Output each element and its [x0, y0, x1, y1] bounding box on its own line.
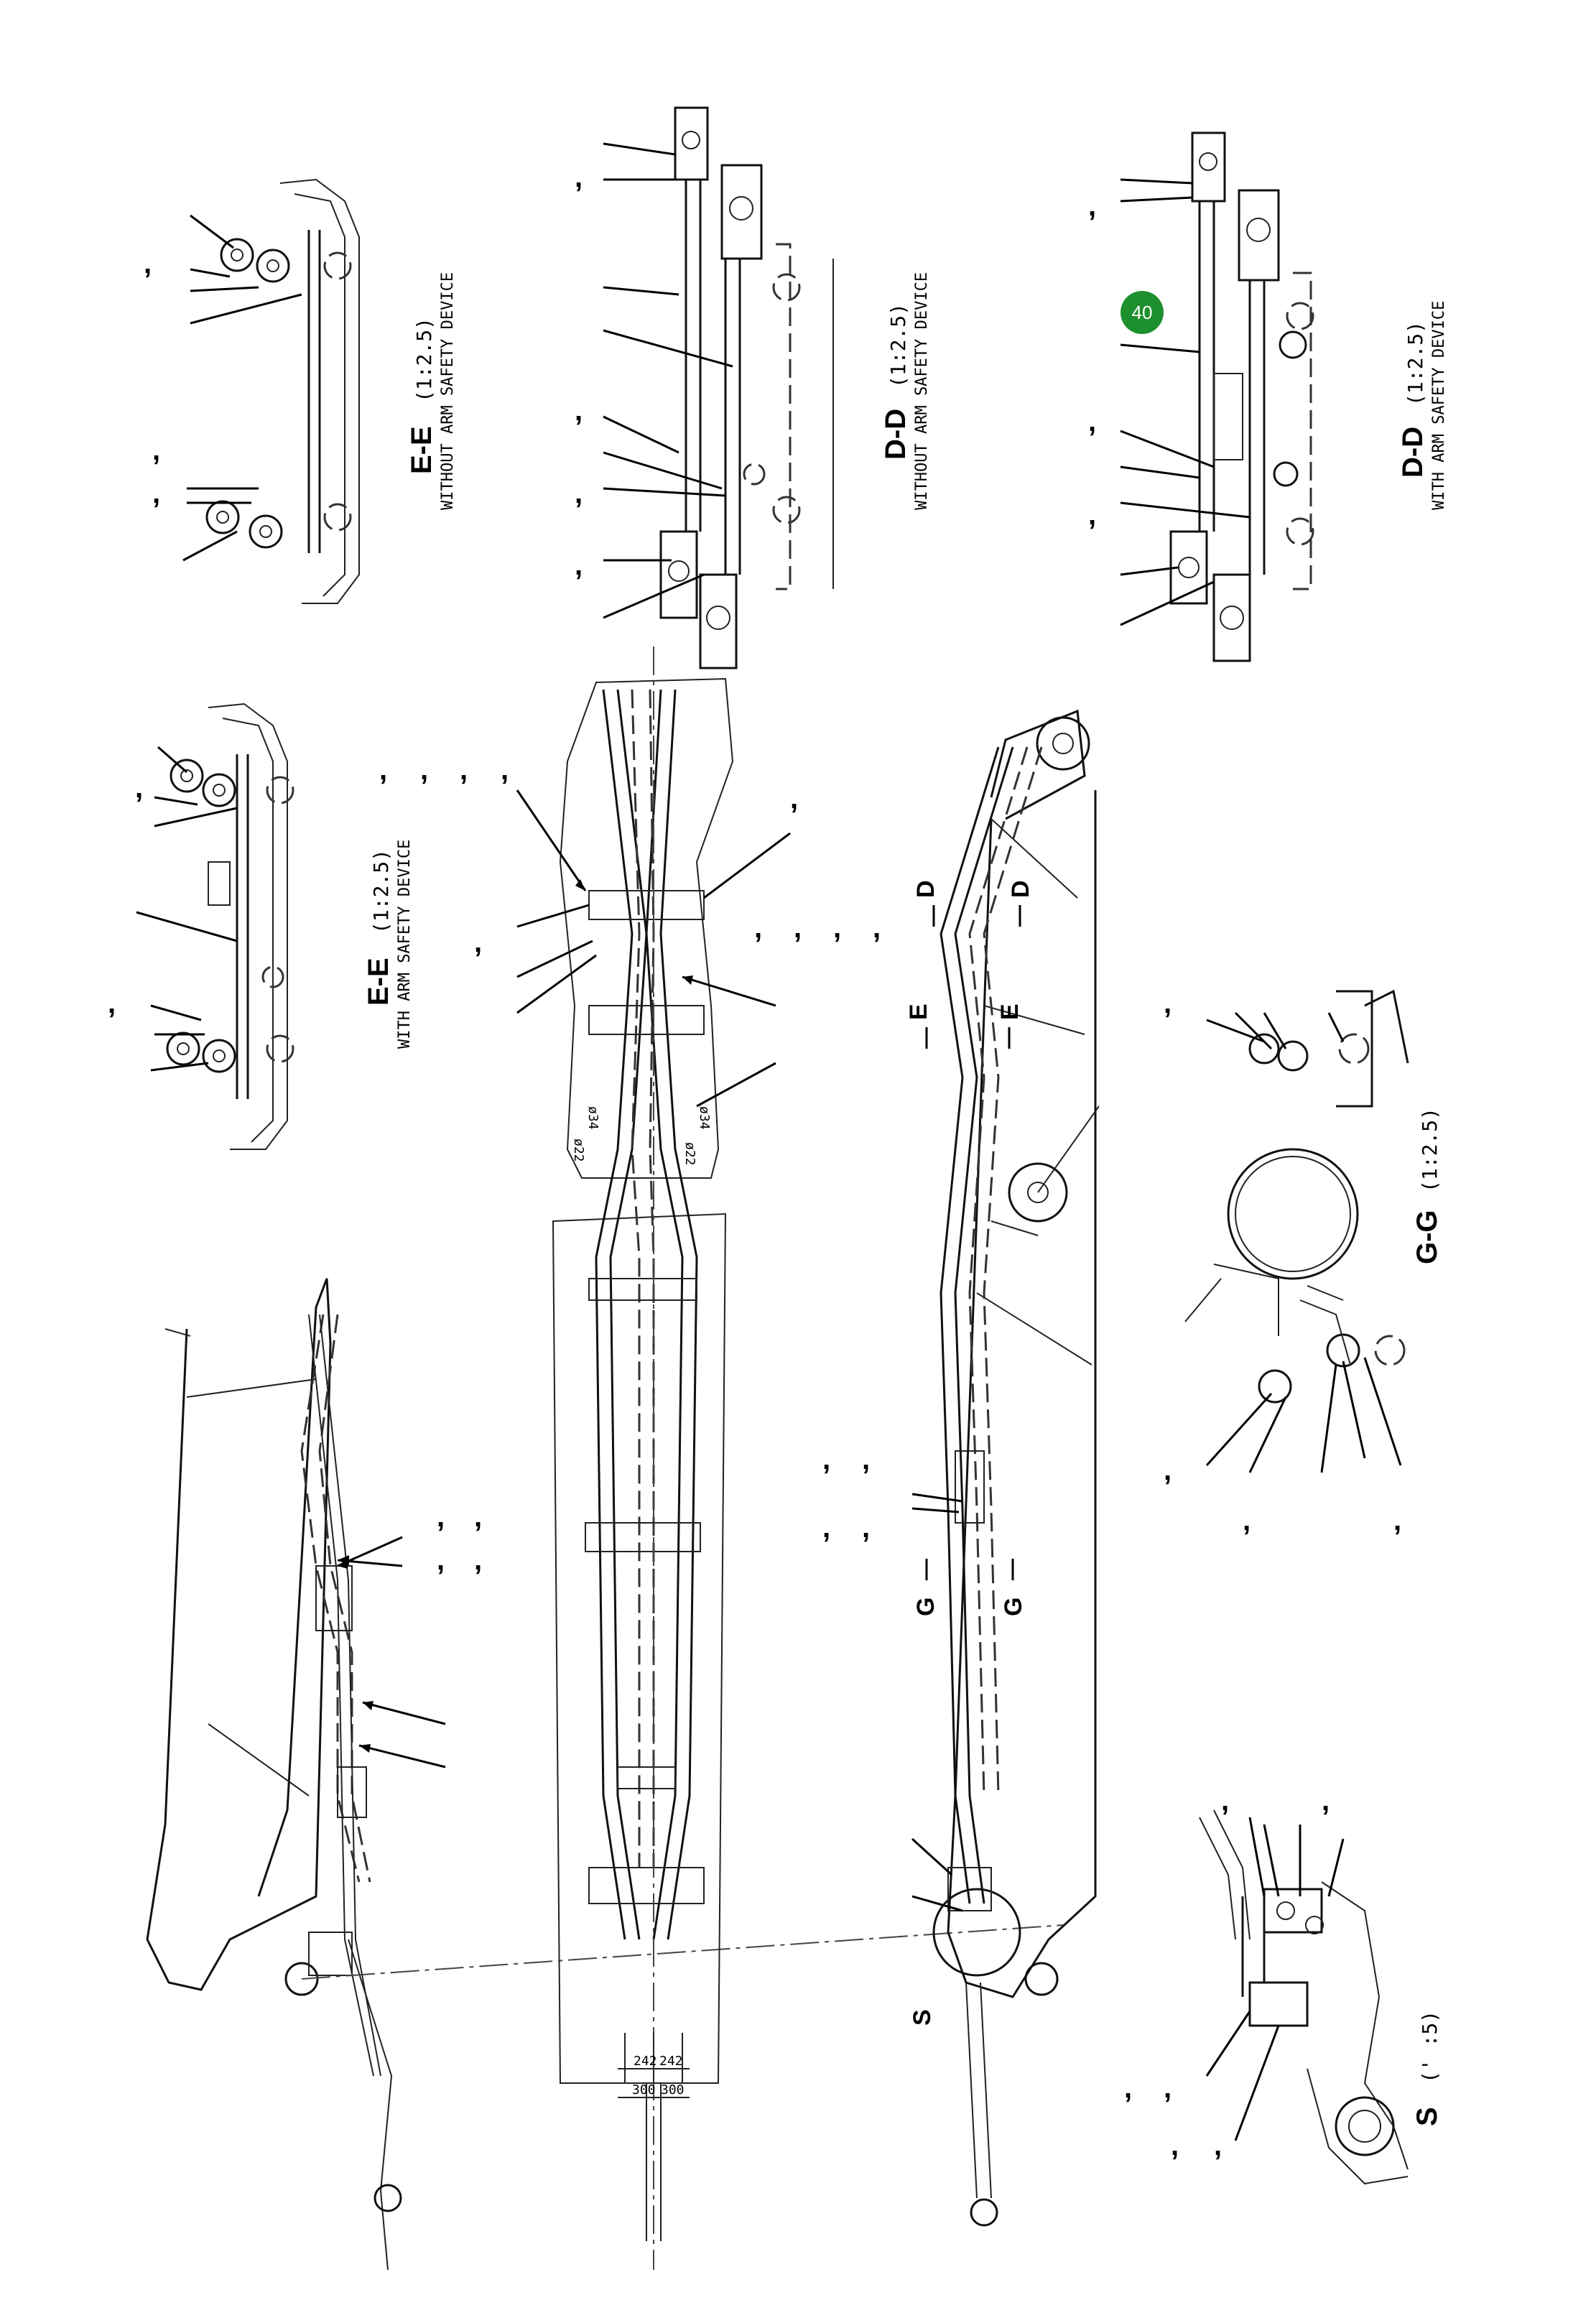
arm-side-view-top: , , , ,: [146, 1278, 1064, 2271]
svg-text:,: ,: [575, 162, 583, 193]
svg-text:,: ,: [379, 754, 387, 786]
svg-text:,: ,: [1088, 190, 1096, 222]
svg-text:,: ,: [501, 754, 509, 786]
svg-text:E: E: [905, 1003, 932, 1020]
svg-text:WITHOUT ARM SAFETY DEVICE: WITHOUT ARM SAFETY DEVICE: [439, 272, 457, 510]
svg-text:300: 300: [661, 2082, 685, 2097]
svg-text:300: 300: [632, 2082, 656, 2097]
svg-text:,: ,: [1322, 1785, 1330, 1817]
svg-text:(1:2.5): (1:2.5): [412, 317, 436, 402]
svg-text:(1:2.5): (1:2.5): [886, 303, 910, 388]
svg-text:242: 242: [634, 2054, 657, 2069]
svg-text:,: ,: [1214, 2130, 1222, 2161]
svg-text:,: ,: [822, 1512, 830, 1544]
svg-text:WITH ARM SAFETY DEVICE: WITH ARM SAFETY DEVICE: [1430, 301, 1448, 510]
svg-text:,: ,: [575, 550, 583, 581]
callout-bubble[interactable]: 40: [1121, 291, 1164, 334]
svg-text:,: ,: [575, 395, 583, 427]
svg-text:,: ,: [474, 1544, 482, 1576]
svg-text:,: ,: [873, 912, 881, 944]
svg-text:,: ,: [790, 783, 798, 815]
svg-text:ø22: ø22: [682, 1142, 697, 1166]
svg-text:ø34: ø34: [585, 1106, 600, 1130]
svg-text:40: 40: [1132, 302, 1153, 323]
svg-text:,: ,: [460, 754, 468, 786]
svg-text:,: ,: [420, 754, 428, 786]
arm-end-pin: [374, 2184, 402, 2212]
detail-view-s: , , , , , , S (' :5): [1124, 1785, 1443, 2185]
svg-text:,: ,: [437, 1501, 445, 1533]
svg-text:,: ,: [1124, 2072, 1132, 2104]
svg-text:,: ,: [1088, 499, 1096, 531]
gg-tube: [1227, 1148, 1359, 1280]
svg-text:S: S: [1411, 2107, 1443, 2126]
arm-plan-view: 242 242 300 300 ø34 ø22 ø34 ø22 , , , , …: [379, 646, 881, 2270]
section-view-ee-without-safety: , , , E-E (1:2.5) WITHOUT ARM SAFETY DEV…: [144, 178, 457, 604]
arm-middle-sheave: [1008, 1162, 1068, 1223]
svg-text:(1:2.5): (1:2.5): [1404, 321, 1427, 406]
svg-text:,: ,: [1171, 2130, 1179, 2161]
svg-text:(1:2.5): (1:2.5): [1418, 1108, 1442, 1192]
svg-text:S: S: [909, 2009, 936, 2026]
svg-text:,: ,: [1088, 406, 1096, 437]
arm-top-pin: [1036, 716, 1090, 771]
svg-text:G: G: [1000, 1598, 1027, 1616]
svg-text:,: ,: [1164, 988, 1172, 1019]
svg-text:,: ,: [108, 988, 116, 1019]
svg-text:,: ,: [144, 248, 152, 279]
svg-text:D-D: D-D: [880, 409, 911, 460]
svg-text:,: ,: [437, 1544, 445, 1576]
svg-text:D: D: [912, 880, 939, 898]
svg-text:,: ,: [1243, 1505, 1251, 1536]
svg-text:E-E: E-E: [363, 958, 394, 1006]
svg-text:,: ,: [754, 912, 762, 944]
svg-text:,: ,: [1221, 1785, 1229, 1817]
svg-text:,: ,: [135, 772, 143, 804]
svg-text:,: ,: [1164, 1455, 1172, 1486]
section-view-dd-with-safety: , , , 40 D-D (1:2.5) WITH ARM SAFETY DEV…: [1088, 131, 1448, 662]
section-view-gg: , , , , G-G (1:2.5): [1164, 988, 1443, 1536]
svg-text:,: ,: [474, 1501, 482, 1533]
svg-text:(1:2.5): (1:2.5): [369, 849, 393, 934]
svg-text:D-D: D-D: [1397, 427, 1429, 478]
section-view-dd-without-safety: , , , , D-D (1:2.5) WITHOUT ARM SAFETY D…: [575, 106, 931, 669]
svg-text:,: ,: [1393, 1505, 1401, 1536]
svg-text:242: 242: [659, 2054, 683, 2069]
svg-text:,: ,: [575, 478, 583, 509]
svg-text:ø22: ø22: [571, 1139, 586, 1162]
svg-text:(' :5): (' :5): [1418, 2011, 1442, 2083]
svg-text:,: ,: [152, 478, 160, 509]
svg-text:,: ,: [1164, 2072, 1172, 2104]
svg-text:D: D: [1007, 880, 1034, 898]
svg-text:,: ,: [152, 435, 160, 466]
section-view-ee-with-safety: , , E-E (1:2.5) WITH ARM SAFETY DEVICE: [108, 703, 414, 1150]
svg-text:,: ,: [862, 1512, 870, 1544]
svg-text:E: E: [996, 1003, 1024, 1020]
svg-text:,: ,: [794, 912, 802, 944]
s-pin-boss: [1335, 2096, 1395, 2156]
svg-text:,: ,: [862, 1444, 870, 1475]
svg-text:G: G: [912, 1598, 939, 1616]
svg-text:WITHOUT ARM SAFETY DEVICE: WITHOUT ARM SAFETY DEVICE: [913, 272, 931, 510]
svg-text:,: ,: [833, 912, 841, 944]
arm-side-view-bottom: , , , , D D E E G G S: [822, 709, 1100, 2227]
svg-text:E-E: E-E: [406, 426, 437, 474]
svg-text:G-G: G-G: [1411, 1210, 1443, 1264]
svg-text:WITH ARM SAFETY DEVICE: WITH ARM SAFETY DEVICE: [396, 840, 414, 1049]
svg-text:,: ,: [474, 927, 482, 958]
svg-text:ø34: ø34: [697, 1106, 712, 1130]
svg-text:,: ,: [822, 1444, 830, 1475]
